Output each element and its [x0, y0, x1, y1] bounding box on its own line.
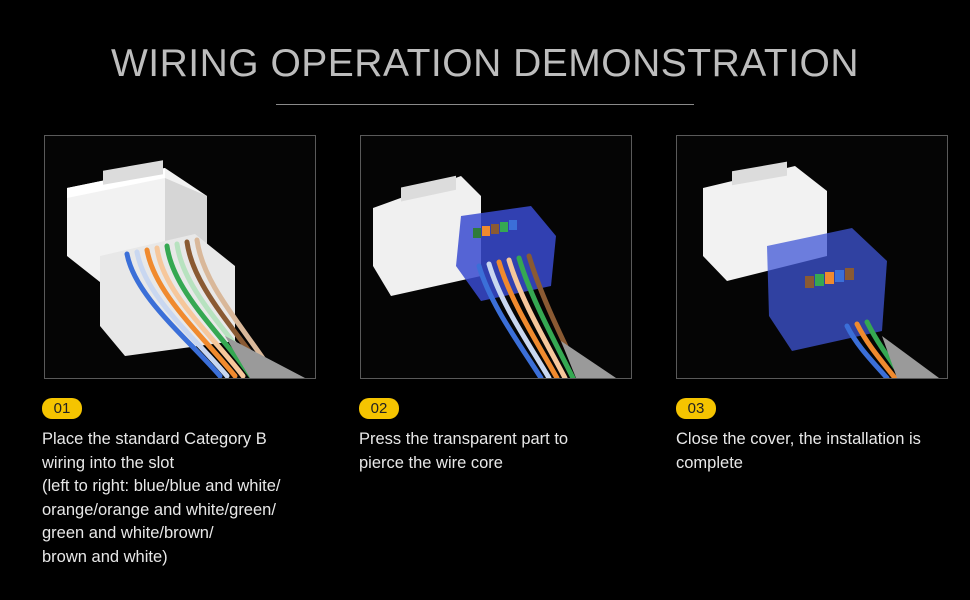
- title-divider: [276, 104, 694, 105]
- step-1-photo: [44, 135, 316, 379]
- step-2-photo: [360, 135, 632, 379]
- keystone-pierce-illustration: [373, 175, 616, 378]
- step-2-line: Press the transparent part to: [359, 430, 569, 448]
- keystone-open-illustration: [67, 160, 305, 378]
- step-2-badge: 02: [359, 398, 399, 419]
- step-3-line: complete: [676, 453, 743, 472]
- step-3-photo: [676, 135, 948, 379]
- keystone-closed-illustration: [703, 161, 939, 378]
- step-1-description: Place the standard Category B wiring int…: [42, 428, 332, 569]
- step-1-badge: 01: [42, 398, 82, 419]
- step-2-description: Press the transparent part to pierce the…: [359, 428, 649, 475]
- step-2-line: pierce the wire core: [359, 453, 503, 472]
- step-1-line: orange/orange and white/green/: [42, 500, 276, 519]
- step-1-line: (left to right: blue/blue and white/: [42, 477, 281, 495]
- step-3-badge: 03: [676, 398, 716, 419]
- step-1-line: Place the standard Category B: [42, 430, 267, 448]
- step-1-line: green and white/brown/: [42, 524, 214, 542]
- step-1-line: brown and white): [42, 547, 168, 566]
- page-title: WIRING OPERATION DEMONSTRATION: [110, 42, 860, 85]
- step-1-line: wiring into the slot: [42, 453, 175, 472]
- step-3-description: Close the cover, the installation is com…: [676, 428, 966, 475]
- step-3-line: Close the cover, the installation is: [676, 430, 921, 448]
